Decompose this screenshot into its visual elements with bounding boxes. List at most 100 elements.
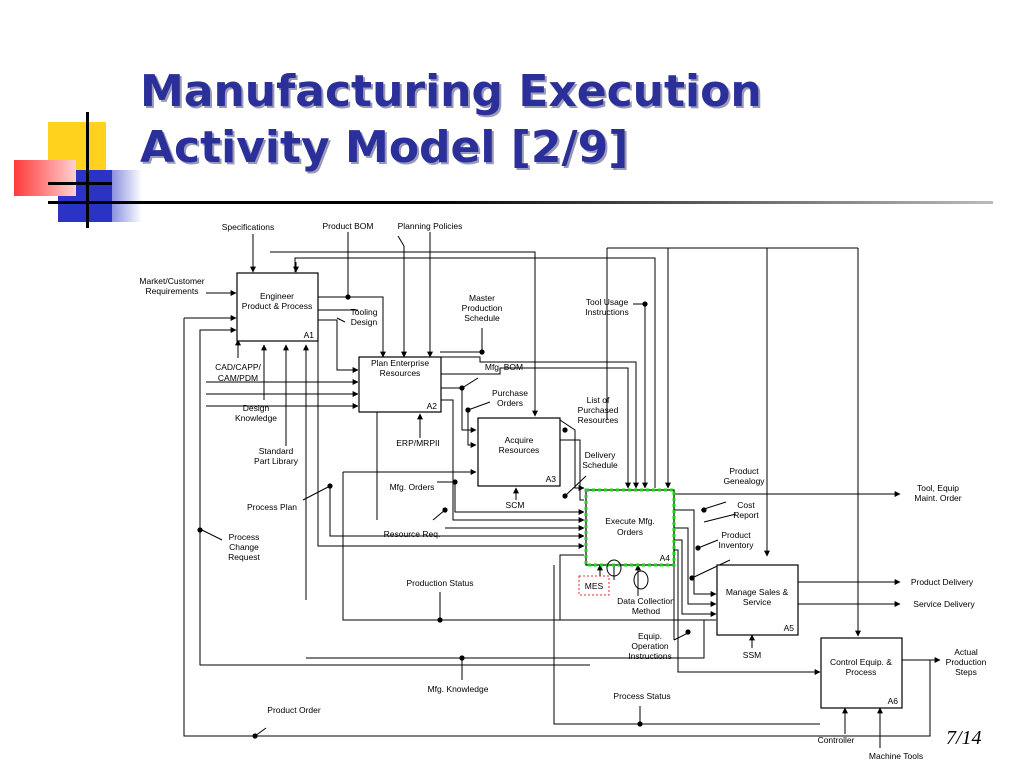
tunnel-glyph-left — [606, 559, 622, 577]
label-standard-part-1: Standard — [259, 446, 294, 456]
label-mfg-bom: Mfg. BOM — [485, 362, 523, 372]
label-mfg-knowledge: Mfg. Knowledge — [428, 684, 489, 694]
label-design-knowledge-2: Knowledge — [235, 413, 277, 423]
execute-highlight-border — [584, 488, 676, 567]
label-market-customer-1: Market/Customer — [139, 276, 204, 286]
box-a1-code: A1 — [304, 330, 315, 340]
label-design-knowledge-1: Design — [243, 403, 270, 413]
label-tool-equip-2: Maint. Order — [914, 493, 961, 503]
label-tool-usage-2: Instructions — [585, 307, 628, 317]
label-ssm: SSM — [743, 650, 761, 660]
box-a2-code: A2 — [427, 401, 438, 411]
label-cost-report-1: Cost — [737, 500, 755, 510]
box-a3-acquire: Acquire Resources A3 — [477, 417, 561, 487]
box-a5-name-line1: Manage Sales & — [726, 587, 789, 597]
box-a2-name-line2: Resources — [380, 368, 421, 378]
label-data-collection-2: Method — [632, 606, 661, 616]
label-tooling-design-1: Tooling — [351, 307, 378, 317]
label-master-schedule-2: Production — [462, 303, 503, 313]
label-specifications: Specifications — [222, 222, 274, 232]
label-list-purchased-3: Resources — [578, 415, 619, 425]
label-tool-equip-1: Tool, Equip — [917, 483, 959, 493]
label-process-status: Process Status — [613, 691, 670, 701]
deco-blue-fade — [112, 170, 142, 222]
label-scm: SCM — [506, 500, 525, 510]
label-actual-steps-1: Actual — [954, 647, 978, 657]
box-a5-manage: Manage Sales & Service A5 — [716, 564, 799, 636]
title-underline — [48, 201, 993, 204]
label-mfg-orders: Mfg. Orders — [390, 482, 435, 492]
box-a6-code: A6 — [888, 696, 899, 706]
label-product-inventory-1: Product — [721, 530, 751, 540]
box-a3-name-line2: Resources — [499, 445, 540, 455]
label-delivery-schedule-1: Delivery — [585, 450, 616, 460]
label-process-plan: Process Plan — [247, 502, 297, 512]
label-production-status: Production Status — [406, 578, 473, 588]
label-product-genealogy-2: Genealogy — [723, 476, 765, 486]
label-actual-steps-3: Steps — [955, 667, 977, 677]
box-a4-name-line1: Execute Mfg. — [605, 516, 655, 526]
box-a6-name-line2: Process — [846, 667, 877, 677]
label-purchase-orders-2: Orders — [497, 398, 523, 408]
slide-title: Manufacturing Execution Activity Model [… — [140, 64, 762, 176]
label-product-order: Product Order — [267, 705, 321, 715]
box-a4-execute: Execute Mfg. Orders A4 — [584, 488, 676, 567]
label-cad-2: CAM/PDM — [218, 373, 258, 383]
tunnel-glyph-right — [633, 570, 649, 590]
label-process-change-2: Change — [229, 542, 259, 552]
connector-lines — [183, 232, 941, 748]
deco-red-square — [14, 160, 76, 196]
deco-vertical-line — [86, 112, 89, 228]
junction-dots — [197, 294, 707, 739]
label-list-purchased-1: List of — [587, 395, 610, 405]
label-equip-op-1: Equip. — [638, 631, 662, 641]
deco-horizontal-line — [48, 182, 138, 185]
label-equip-op-3: Instructions — [628, 651, 671, 661]
label-planning-policies: Planning Policies — [398, 221, 463, 231]
box-a5-code: A5 — [784, 623, 795, 633]
label-product-genealogy-1: Product — [729, 466, 759, 476]
box-a1-name-line1: Engineer — [260, 291, 294, 301]
label-mes: MES — [585, 581, 604, 591]
box-a4-name-line2: Orders — [617, 527, 643, 537]
box-a5-name-line2: Service — [743, 597, 772, 607]
label-market-customer-2: Requirements — [146, 286, 199, 296]
label-master-schedule-1: Master — [469, 293, 495, 303]
box-a1-engineer: Engineer Product & Process A1 — [236, 272, 319, 342]
box-a1-name-line2: Product & Process — [242, 301, 312, 311]
label-process-change-1: Process — [229, 532, 260, 542]
box-a2-plan: Plan Enterprise Resources A2 — [358, 356, 442, 413]
box-a4-code: A4 — [660, 553, 671, 563]
mes-highlight-box — [578, 575, 610, 596]
label-tool-usage-1: Tool Usage — [586, 297, 629, 307]
box-a6-name-line1: Control Equip. & — [830, 657, 892, 667]
label-master-schedule-3: Schedule — [464, 313, 500, 323]
label-actual-steps-2: Production — [946, 657, 987, 667]
box-a6-control: Control Equip. & Process A6 — [820, 637, 903, 709]
box-a2-name-line1: Plan Enterprise — [371, 358, 429, 368]
label-cad-1: CAD/CAPP/ — [215, 362, 261, 372]
label-data-collection-1: Data Collection — [617, 596, 675, 606]
diagram-labels: Specifications Product BOM Planning Poli… — [139, 221, 986, 761]
label-delivery-schedule-2: Schedule — [582, 460, 618, 470]
page-number: 7/14 — [946, 727, 982, 749]
label-process-change-3: Request — [228, 552, 260, 562]
slide-title-line2: Activity Model [2/9] — [140, 122, 629, 173]
label-erp-mrp: ERP/MRPII — [396, 438, 439, 448]
label-list-purchased-2: Purchased — [578, 405, 619, 415]
slide-title-line1: Manufacturing Execution — [140, 66, 762, 117]
label-product-delivery: Product Delivery — [911, 577, 974, 587]
label-controller: Controller — [818, 735, 855, 745]
label-cost-report-2: Report — [733, 510, 759, 520]
label-equip-op-2: Operation — [631, 641, 669, 651]
label-standard-part-2: Part Library — [254, 456, 299, 466]
label-resource-req: Resource Req. — [384, 529, 441, 539]
box-a3-code: A3 — [546, 474, 557, 484]
box-a3-name-line1: Acquire — [505, 435, 534, 445]
label-service-delivery: Service Delivery — [913, 599, 975, 609]
label-purchase-orders-1: Purchase — [492, 388, 528, 398]
label-tooling-design-2: Design — [351, 317, 378, 327]
label-machine-tools: Machine Tools — [869, 751, 923, 761]
label-product-bom: Product BOM — [322, 221, 373, 231]
